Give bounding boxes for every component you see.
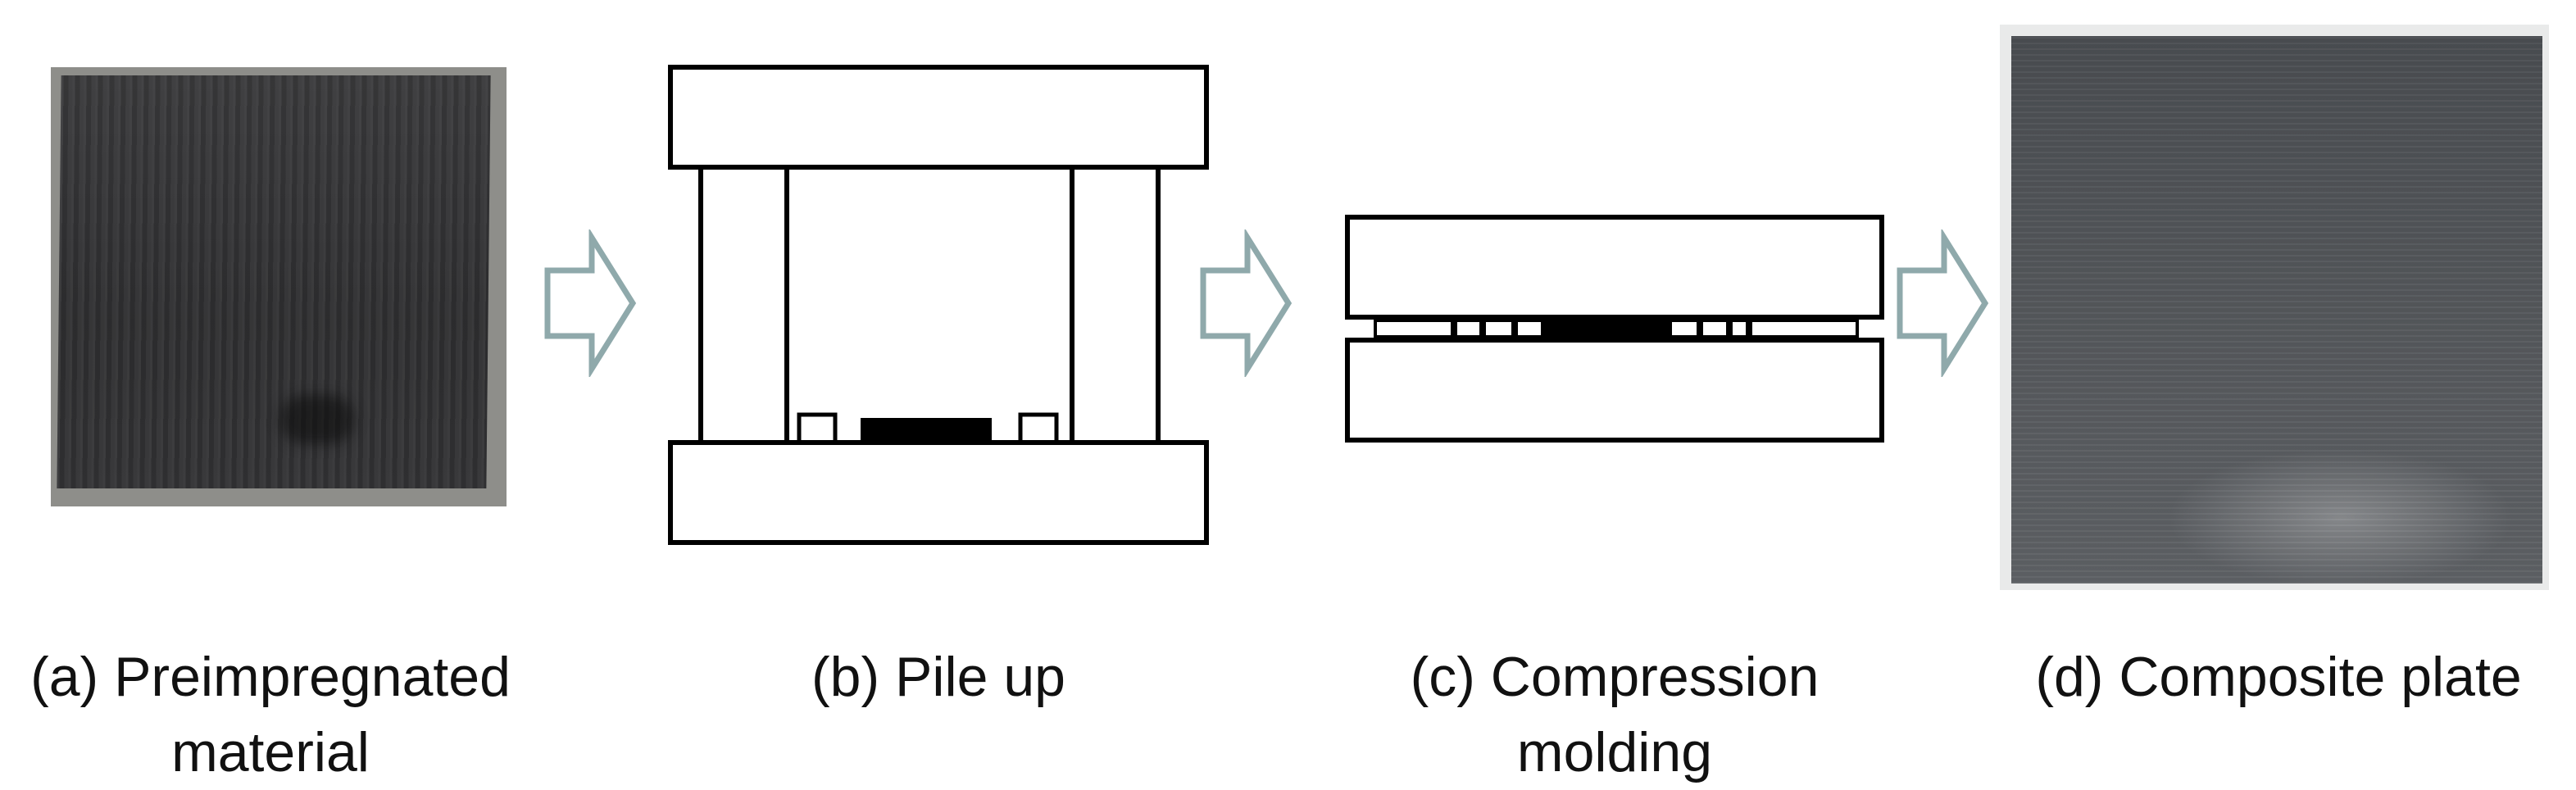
composite-plate-photo bbox=[2000, 25, 2549, 590]
process-arrow-1 bbox=[544, 229, 637, 377]
right-spacer bbox=[1018, 412, 1059, 445]
left-guide-post bbox=[698, 165, 789, 445]
caption-b: (b) Pile up bbox=[680, 639, 1197, 715]
lower-mold bbox=[1345, 338, 1884, 443]
caption-a-line2: material bbox=[171, 721, 370, 783]
left-spacer-edge bbox=[1511, 320, 1518, 337]
prepreg-dark-spot bbox=[280, 395, 354, 444]
caption-d: (d) Composite plate bbox=[1983, 639, 2574, 715]
caption-a: (a) Preimpregnated material bbox=[0, 639, 541, 790]
right-guide-post bbox=[1070, 165, 1161, 445]
left-spacer bbox=[797, 412, 838, 445]
left-spacer-outer bbox=[1451, 320, 1457, 337]
right-spacer-inner bbox=[1726, 320, 1733, 337]
process-arrow-2 bbox=[1200, 229, 1293, 377]
upper-platen bbox=[668, 65, 1209, 170]
upper-mold bbox=[1345, 215, 1884, 320]
caption-c-line2: molding bbox=[1516, 721, 1713, 783]
left-spacer-inner bbox=[1479, 320, 1486, 337]
composite-plate bbox=[2011, 36, 2542, 583]
right-spacer-outer bbox=[1746, 320, 1752, 337]
pile-up-diagram bbox=[668, 65, 1209, 545]
caption-d-line1: (d) Composite plate bbox=[2035, 646, 2522, 708]
caption-a-line1: (a) Preimpregnated bbox=[30, 646, 511, 708]
prepreg-stack bbox=[861, 418, 992, 443]
compression-molding-diagram bbox=[1345, 215, 1884, 443]
process-arrow-3 bbox=[1897, 229, 1989, 377]
right-spacer-edge bbox=[1697, 320, 1703, 337]
caption-b-line1: (b) Pile up bbox=[811, 646, 1065, 708]
compressed-plate bbox=[1541, 320, 1672, 337]
preimpregnated-material-photo bbox=[51, 67, 507, 506]
caption-c: (c) Compression molding bbox=[1328, 639, 1901, 790]
lower-platen bbox=[668, 440, 1209, 545]
prepreg-sheet bbox=[57, 75, 491, 488]
caption-c-line1: (c) Compression bbox=[1410, 646, 1820, 708]
